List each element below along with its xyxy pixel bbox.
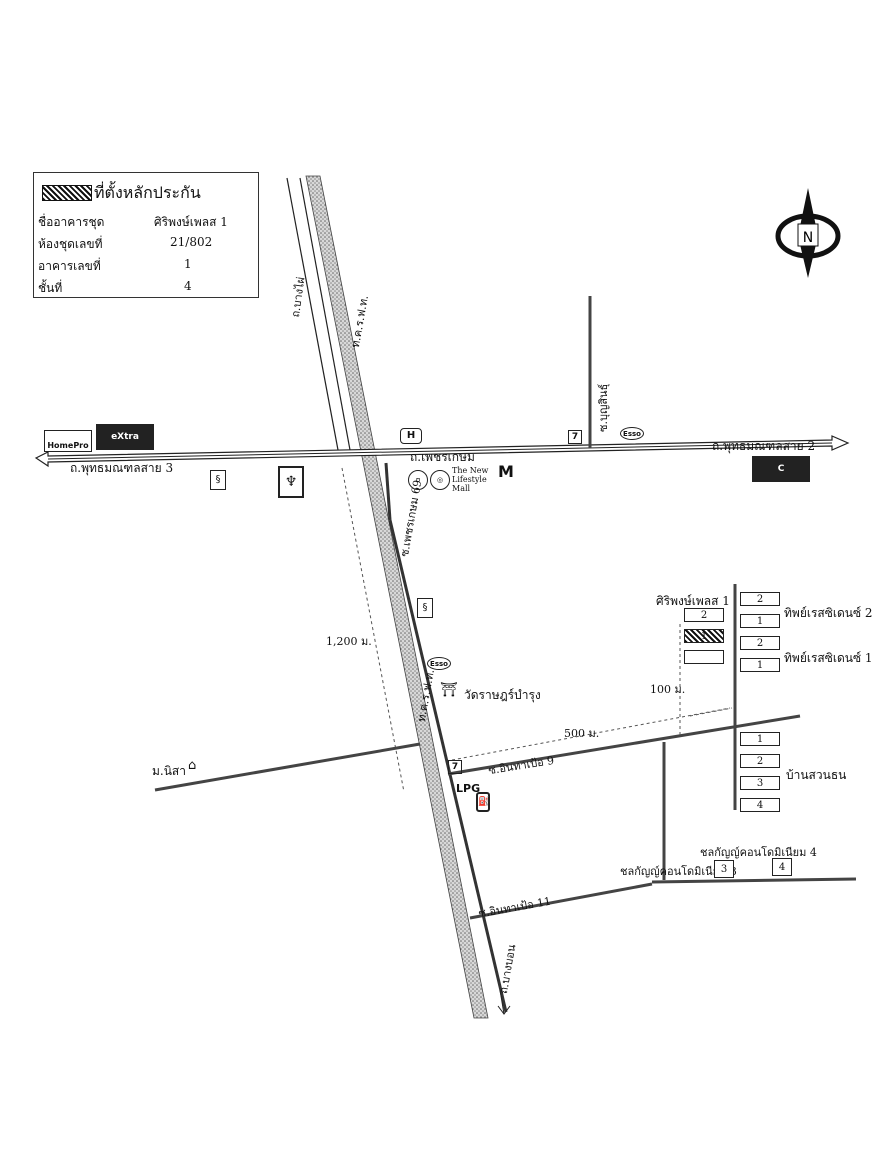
bank-icon: § [210,470,226,490]
road-phetkasem [34,435,850,468]
honda-logo: H [400,428,422,444]
building-ban-2: 2 [740,754,780,768]
label-temple: วัดราษฎร์บำรุง [464,688,541,702]
label-distance-1200: 1,200 ม. [326,635,372,648]
label-residence-2: ทิพย์เรสซิเดนซ์ 2 [784,606,873,620]
legend-row-label: อาคารเลขที่ [38,259,101,273]
road-arrow-bottom [497,989,511,1015]
legend-row-label: ชื่ออาคารชุด [38,215,105,229]
label-condo-3: ชลกัญญ์คอนโดมิเนียม 3 [620,865,737,878]
legend-row-value: ศิริพงษ์เพลส 1 [154,215,228,229]
building-condo3: 3 [714,860,734,878]
shield-icon: ♆ [278,466,304,498]
seven-eleven-logo: 7 [568,430,582,444]
building-condo4: 4 [772,858,792,876]
esso-logo: Esso [427,657,451,670]
temple-icon: ⛩ [440,682,458,698]
label-residence-1: ทิพย์เรสซิเดนซ์ 1 [784,651,873,665]
road-soi-9 [447,714,801,776]
label-village-nisa: ม.นิสา [152,764,186,778]
railway-band [305,175,489,1019]
legend-row-value: 1 [184,257,192,271]
label-main-road: ถ.เพชรเกษม [410,450,475,464]
label-new-lifestyle-mall: The New Lifestyle Mall [452,466,489,493]
road-soi-11 [469,877,857,920]
seven-eleven-logo: 7 [448,760,462,774]
legend-row-value: 21/802 [170,235,213,249]
distance-500-line [451,707,731,761]
legend-box: ที่ตั้งหลักประกัน ชื่ออาคารชุด ศิริพงษ์เ… [33,172,259,298]
legend-hatch-swatch [42,185,92,201]
label-ban-suan-thon: บ้านสวนธน [786,768,847,782]
esso-logo: Esso [620,427,644,440]
distance-100-line [679,624,733,736]
building-res1-1: 1 [740,658,780,672]
north-arrow-icon: N [775,188,841,278]
label-condo-4: ชลกัญญ์คอนโดมิเนียม 4 [700,846,817,859]
label-road-right: ถ.พุทธมณฑลสาย 2 [712,439,816,453]
building-ban-1: 1 [740,732,780,746]
bigc-extra-logo: eXtra [96,424,154,450]
label-road-left: ถ.พุทธมณฑลสาย 3 [70,461,174,475]
building-ban-3: 3 [740,776,780,790]
legend-row-label: ห้องชุดเลขที่ [38,237,103,251]
round-logo-icon: ◎ [430,470,450,490]
building-res1-2: 2 [740,636,780,650]
mcdonalds-logo: M [498,462,514,481]
label-condo-target: ศิริพงษ์เพลส 1 [656,594,730,608]
building-condo-2: 2 [684,608,724,622]
building-target-hatched: 1 [684,629,724,643]
compass-letter: N [803,230,813,246]
distance-1200-line [341,467,405,793]
label-soi-boonsin: ซ.บุญสินธุ์ [597,383,610,432]
bigc-logo: C [752,456,810,482]
road-nisa [154,742,421,792]
building-condo-empty [684,650,724,664]
house-icon: ⌂ [188,758,197,773]
homepro-logo: HomePro [44,430,92,452]
bank-logo-icon: ʊ [408,470,428,490]
legend-row-value: 4 [184,279,192,293]
road-bangphai [286,177,351,451]
bank-icon: § [417,598,433,618]
building-res2-1: 1 [740,614,780,628]
building-res2-2: 2 [740,592,780,606]
legend-title: ที่ตั้งหลักประกัน [94,183,201,202]
label-distance-100: 100 ม. [650,683,686,696]
fuel-pump-icon: ⛽ [476,792,490,812]
label-distance-500: 500 ม. [564,727,600,740]
label-lpg: LPG [456,782,481,795]
legend-row-label: ชั้นที่ [38,281,63,295]
building-ban-4: 4 [740,798,780,812]
